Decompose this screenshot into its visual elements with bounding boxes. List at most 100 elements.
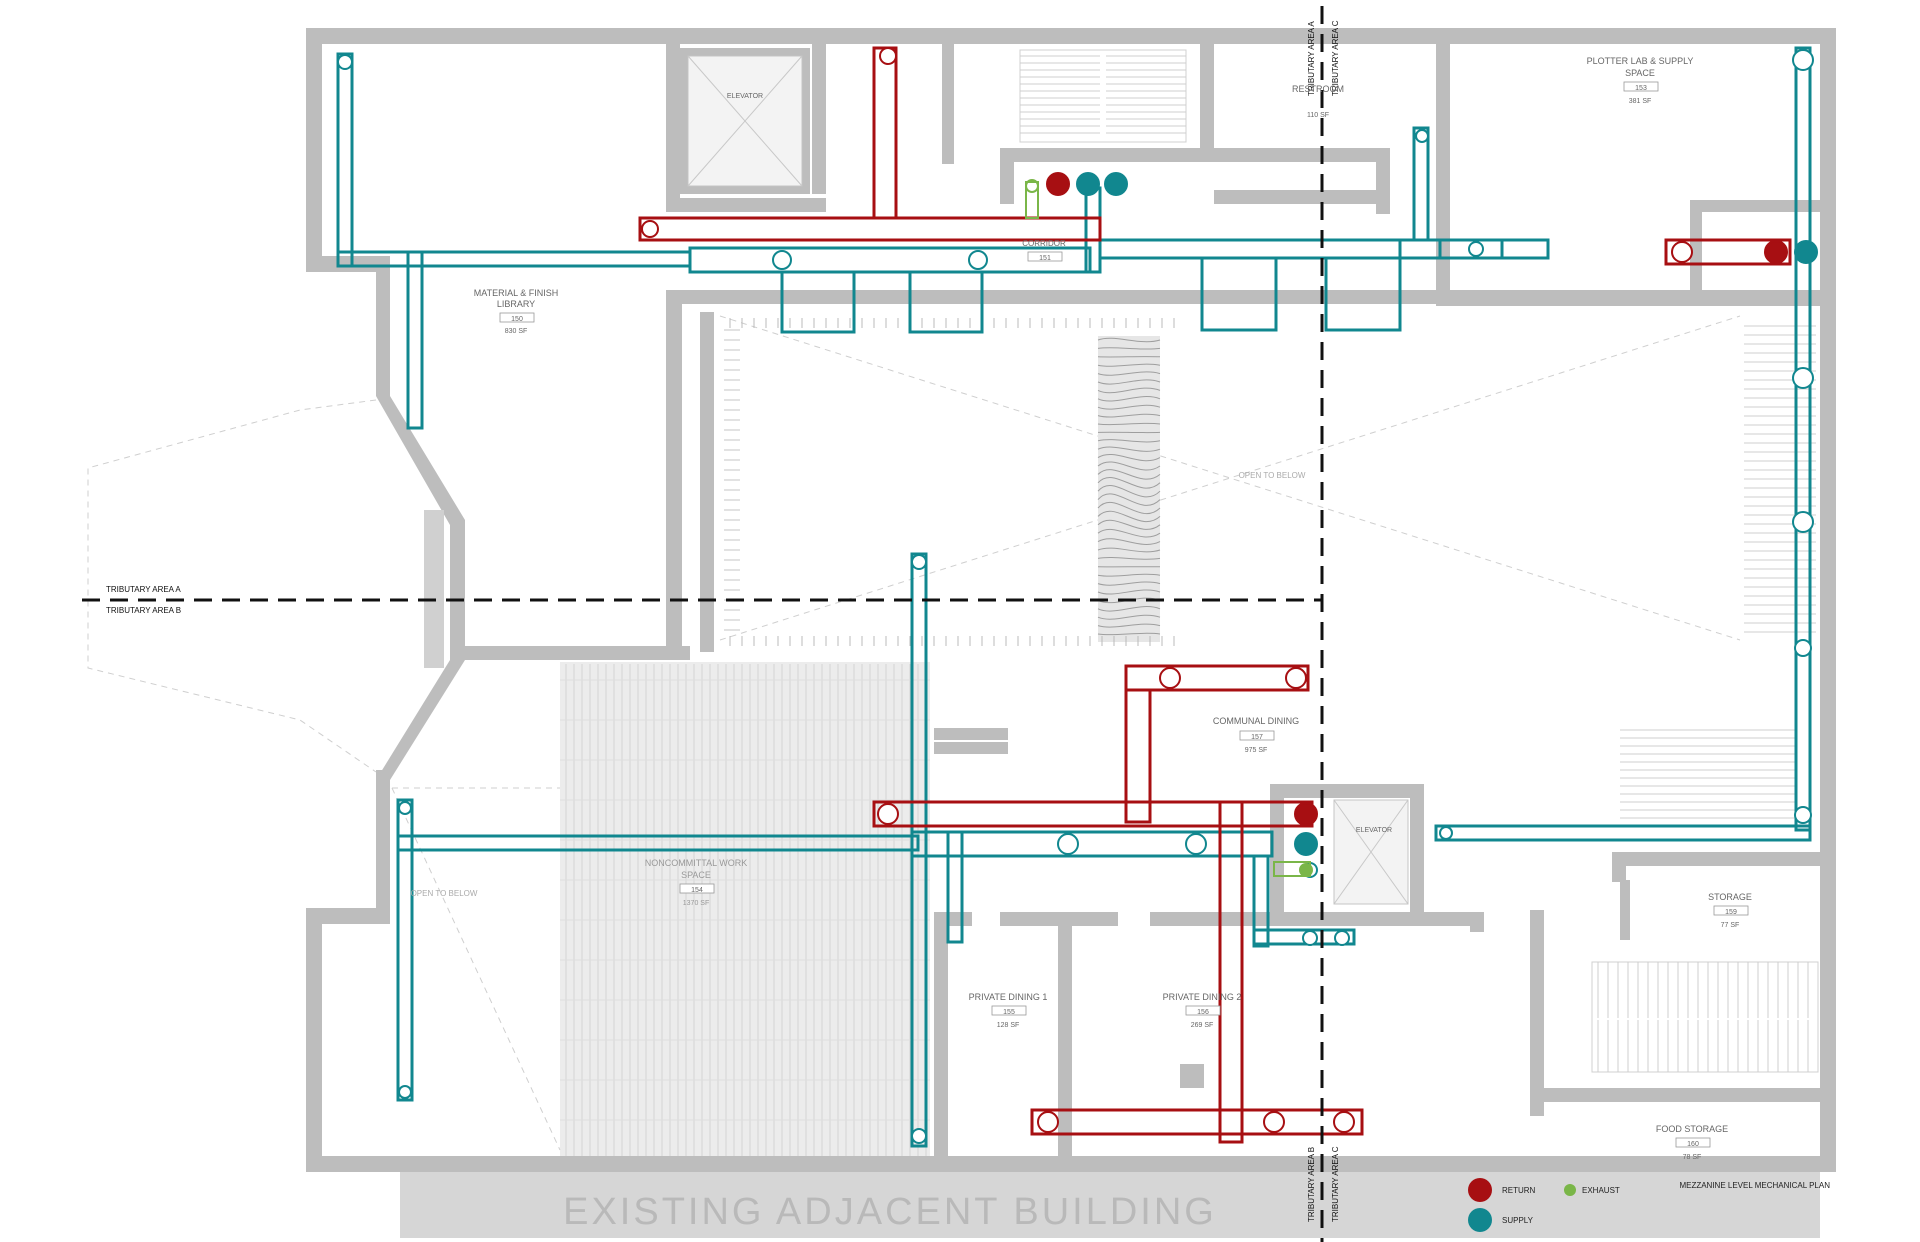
plan-title: MEZZANINE LEVEL MECHANICAL PLAN bbox=[1679, 1181, 1830, 1190]
room-food-storage: FOOD STORAGE 160 78 SF bbox=[1656, 1124, 1728, 1161]
supply-riser-12 bbox=[911, 1128, 927, 1144]
stair-right bbox=[1620, 325, 1816, 827]
room-private2: PRIVATE DINING 2 156 269 SF bbox=[1163, 992, 1242, 1029]
supply-east-branch bbox=[1434, 824, 1812, 842]
svg-text:NONCOMMITTAL WORK: NONCOMMITTAL WORK bbox=[645, 858, 748, 868]
supply-main-corridor bbox=[688, 246, 1092, 274]
supply-restroom-branch bbox=[1412, 126, 1430, 242]
room-communal: COMMUNAL DINING 157 975 SF bbox=[1213, 716, 1299, 754]
room-restroom: RESTROOM 110 SF bbox=[1292, 84, 1344, 119]
legend-return-label: RETURN bbox=[1502, 1186, 1536, 1195]
supply-riser-21 bbox=[1104, 172, 1128, 196]
atrium-open-area bbox=[719, 315, 1741, 646]
walls bbox=[306, 28, 1836, 1172]
room-labels: MATERIAL & FINISH LIBRARY 150 830 SF ELE… bbox=[411, 56, 1752, 1161]
supply-riser-20 bbox=[1076, 172, 1100, 196]
return-main-south bbox=[872, 800, 1314, 828]
svg-text:155: 155 bbox=[1003, 1009, 1015, 1016]
return-riser-32 bbox=[1333, 1111, 1355, 1133]
return-private2-drop bbox=[1218, 800, 1244, 1144]
supply-riser-6 bbox=[1792, 367, 1814, 389]
svg-text:77 SF: 77 SF bbox=[1721, 922, 1740, 929]
room-plotter: PLOTTER LAB & SUPPLY SPACE 153 381 SF bbox=[1587, 56, 1694, 105]
supply-riser-15 bbox=[1057, 833, 1079, 855]
return-communal-top bbox=[1124, 664, 1310, 692]
svg-text:153: 153 bbox=[1635, 85, 1647, 92]
svg-text:FOOD STORAGE: FOOD STORAGE bbox=[1656, 1124, 1728, 1134]
supply-diffuser-3 bbox=[1200, 256, 1278, 332]
room-private1: PRIVATE DINING 1 155 128 SF bbox=[969, 992, 1048, 1029]
supply-riser-10 bbox=[1439, 826, 1453, 840]
svg-text:151: 151 bbox=[1039, 255, 1051, 262]
svg-text:SPACE: SPACE bbox=[1625, 68, 1655, 78]
supply-drop-private1 bbox=[946, 830, 964, 944]
return-riser-28 bbox=[1285, 667, 1307, 689]
supply-corridor-east bbox=[1098, 238, 1402, 260]
supply-riser-0 bbox=[337, 54, 353, 70]
supply-diffuser-1 bbox=[780, 270, 856, 334]
svg-text:156: 156 bbox=[1197, 1009, 1209, 1016]
legend-supply-label: SUPPLY bbox=[1502, 1216, 1534, 1225]
return-plotter bbox=[1664, 238, 1792, 266]
svg-text:LIBRARY: LIBRARY bbox=[497, 299, 535, 309]
svg-text:160: 160 bbox=[1687, 1141, 1699, 1148]
tributary-b-label-bottom: TRIBUTARY AREA B bbox=[1307, 1147, 1316, 1222]
supply-duct-library-branch bbox=[406, 250, 424, 430]
svg-text:CORRIDOR: CORRIDOR bbox=[1022, 239, 1066, 248]
svg-text:MATERIAL & FINISH: MATERIAL & FINISH bbox=[474, 288, 559, 298]
room-elevator-bottom: ELEVATOR bbox=[1356, 827, 1392, 834]
tributary-a-label-top: TRIBUTARY AREA A bbox=[1307, 21, 1316, 96]
supply-riser-7 bbox=[1792, 511, 1814, 533]
duct-risers bbox=[337, 47, 1818, 1144]
supply-riser-2 bbox=[968, 250, 988, 270]
return-riser-24 bbox=[641, 220, 659, 238]
supply-stub bbox=[1438, 238, 1504, 260]
supply-west-branch bbox=[396, 834, 920, 852]
supply-riser-top bbox=[1084, 186, 1102, 274]
tributary-a-label: TRIBUTARY AREA A bbox=[106, 585, 181, 594]
legend-exhaust-label: EXHAUST bbox=[1582, 1186, 1620, 1195]
return-riser-elevator bbox=[872, 46, 898, 220]
svg-text:269 SF: 269 SF bbox=[1191, 1022, 1214, 1029]
return-riser-31 bbox=[1263, 1111, 1285, 1133]
room-storage: STORAGE 159 77 SF bbox=[1708, 892, 1752, 929]
room-noncommittal: NONCOMMITTAL WORK SPACE 154 1370 SF bbox=[645, 858, 748, 907]
tributary-c-label-bottom: TRIBUTARY AREA C bbox=[1331, 1146, 1340, 1222]
noncommittal-grating bbox=[560, 662, 930, 1156]
exhaust-duct-top bbox=[1025, 181, 1039, 219]
exterior-outline bbox=[87, 399, 561, 1151]
supply-riser-4 bbox=[1415, 129, 1429, 143]
tributary-b-label: TRIBUTARY AREA B bbox=[106, 606, 181, 615]
legend-supply-swatch bbox=[1468, 1208, 1492, 1232]
svg-text:78 SF: 78 SF bbox=[1683, 1154, 1702, 1161]
stair-top bbox=[1019, 49, 1187, 143]
supply-riser-16 bbox=[1185, 833, 1207, 855]
supply-riser-17 bbox=[1302, 930, 1318, 946]
supply-diffuser-2 bbox=[908, 270, 984, 334]
supply-riser-14 bbox=[398, 1085, 412, 1099]
supply-duct-library-horizontal bbox=[336, 250, 692, 268]
room-open-below-top: OPEN TO BELOW bbox=[1239, 471, 1306, 480]
room-open-below-left: OPEN TO BELOW bbox=[411, 889, 478, 898]
svg-text:159: 159 bbox=[1725, 909, 1737, 916]
return-riser-30 bbox=[1037, 1111, 1059, 1133]
return-main-corridor bbox=[638, 216, 1102, 242]
svg-text:150: 150 bbox=[511, 316, 523, 323]
return-riser-33 bbox=[1046, 172, 1070, 196]
return-riser-34 bbox=[1764, 240, 1788, 264]
svg-text:SPACE: SPACE bbox=[681, 870, 711, 880]
return-south bbox=[1030, 1108, 1364, 1136]
svg-text:RESTROOM: RESTROOM bbox=[1292, 84, 1344, 94]
ductwork bbox=[336, 46, 1812, 1148]
room-elevator-top: ELEVATOR bbox=[727, 93, 763, 100]
stair-food bbox=[1591, 961, 1819, 1073]
svg-text:PRIVATE DINING 2: PRIVATE DINING 2 bbox=[1163, 992, 1242, 1002]
supply-riser-1 bbox=[772, 250, 792, 270]
supply-riser-22 bbox=[1794, 240, 1818, 264]
supply-riser-8 bbox=[1794, 639, 1812, 657]
tributary-c-label-top: TRIBUTARY AREA C bbox=[1331, 20, 1340, 96]
tributary-lines: TRIBUTARY AREA A TRIBUTARY AREA B TRIBUT… bbox=[82, 6, 1340, 1242]
supply-main-south bbox=[910, 830, 1274, 858]
supply-riser-3 bbox=[1468, 241, 1484, 257]
adjacent-building-label: EXISTING ADJACENT BUILDING bbox=[563, 1191, 1217, 1233]
